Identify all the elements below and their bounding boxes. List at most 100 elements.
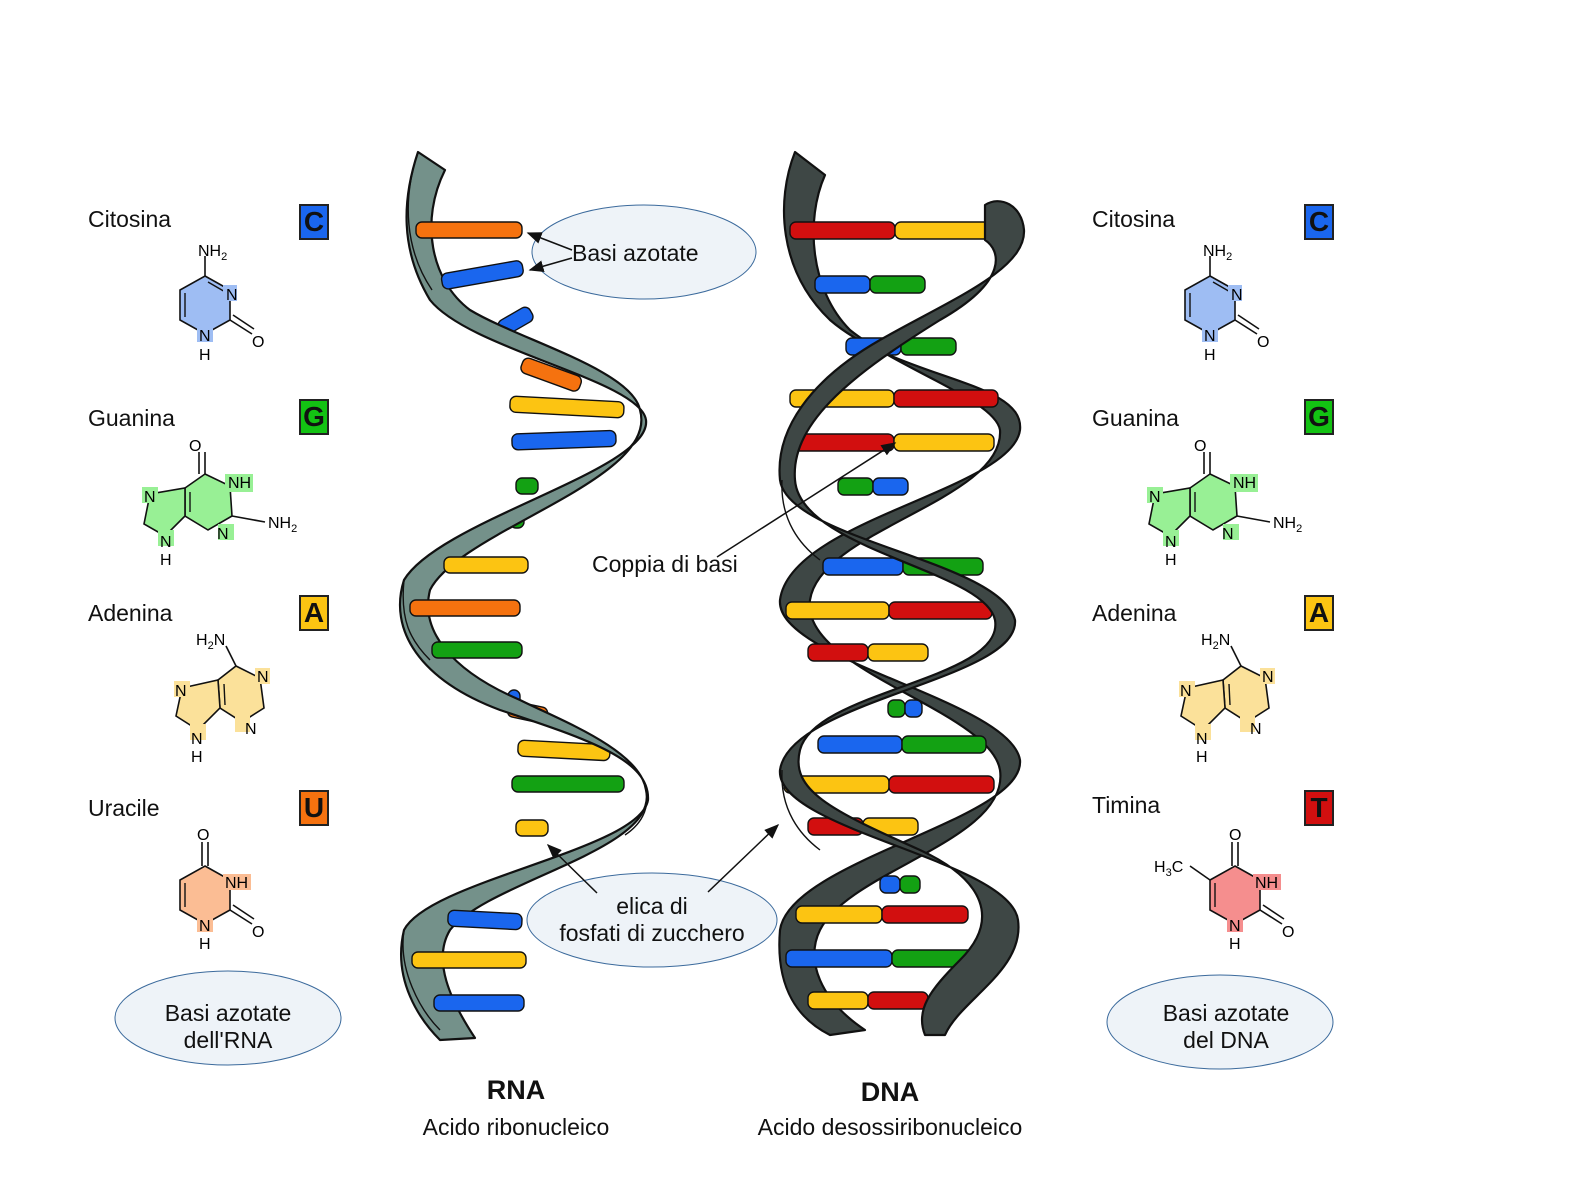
svg-text:NH: NH — [1255, 875, 1278, 892]
dna-base-a — [807, 991, 869, 1010]
backbone-arrow-dna — [707, 823, 780, 893]
rna-base-a — [411, 951, 527, 969]
dna-base-t — [888, 775, 995, 794]
svg-text:O: O — [1282, 924, 1294, 941]
dna-base-g — [887, 699, 906, 718]
rna-subtitle: Acido ribonucleico — [422, 1114, 610, 1140]
svg-text:O: O — [1229, 827, 1241, 844]
dna-bases-label-ellipse — [1106, 974, 1334, 1070]
rna-base-a — [509, 395, 625, 419]
svg-text:H: H — [199, 347, 211, 364]
uracil-letter-badge: U — [299, 790, 329, 826]
svg-text:N: N — [144, 489, 156, 506]
rna-base-a — [443, 556, 529, 574]
svg-text:N: N — [1204, 328, 1216, 345]
uracil-structure-icon: O NH N H O — [179, 827, 264, 953]
dna-adenine-structure-icon: H2N N N N N H — [1179, 632, 1275, 766]
dna-base-a — [893, 433, 995, 452]
thymine-structure-icon: O H3C NH N H O — [1154, 827, 1294, 953]
dna-guanine-letter-badge: G — [1304, 399, 1334, 435]
svg-text:N: N — [1222, 526, 1234, 543]
svg-text:NH: NH — [225, 875, 248, 892]
dna-cytosine-structure-icon: NH2 N N H O — [1184, 243, 1269, 364]
dna-cytosine-letter-badge: C — [1304, 204, 1334, 240]
svg-text:O: O — [1194, 438, 1206, 455]
dna-base-name-adenine: Adenina — [1092, 600, 1177, 626]
rna-base-u — [415, 221, 523, 239]
dna-helix — [778, 150, 1026, 1037]
backbone-callout-label: elica di fosfati di zucchero — [559, 893, 745, 946]
dna-base-g — [901, 735, 987, 754]
rna-backbone-ribbon — [399, 150, 650, 1042]
rna-base-name-adenine: Adenina — [88, 600, 173, 626]
svg-text:H: H — [1229, 936, 1241, 953]
backbone-callout-ellipse — [526, 872, 778, 968]
svg-text:H: H — [1204, 347, 1216, 364]
rna-base-c — [433, 994, 525, 1012]
cytosine-nh2-label: NH2 — [198, 243, 227, 263]
svg-text:N: N — [175, 683, 187, 700]
svg-text:NH: NH — [228, 475, 251, 492]
dna-base-t — [881, 905, 969, 924]
rna-bases-label-ellipse — [114, 970, 342, 1066]
rna-base-u — [409, 599, 521, 617]
thymine-letter-badge: T — [1304, 790, 1334, 826]
rna-base-name-guanine: Guanina — [88, 405, 175, 431]
nitrogen-bases-callout-ellipse — [531, 204, 757, 300]
rna-title: RNA — [486, 1075, 546, 1105]
svg-text:NH2: NH2 — [1273, 515, 1302, 535]
dna-base-t — [888, 601, 993, 620]
base-pair-arrow — [716, 442, 897, 558]
svg-text:N: N — [1231, 287, 1243, 304]
dna-bases-label: Basi azotate del DNA — [1162, 1000, 1290, 1053]
svg-text:N: N — [245, 721, 257, 738]
rna-helix — [399, 150, 650, 1042]
dna-base-a — [867, 643, 929, 662]
svg-text:N: N — [191, 731, 203, 748]
adenine-letter-badge: A — [299, 595, 329, 631]
cytosine-letter-badge: C — [299, 204, 329, 240]
svg-text:H2N: H2N — [196, 632, 225, 652]
svg-text:NH: NH — [1233, 475, 1256, 492]
dna-base-name-guanine: Guanina — [1092, 405, 1179, 431]
rna-bases-front — [409, 221, 529, 1012]
dna-base-t — [793, 433, 895, 452]
dna-base-a — [795, 905, 883, 924]
dna-base-t — [867, 991, 929, 1010]
guanine-structure-icon: O NH NH2 N N N H — [142, 438, 297, 569]
rna-base-c — [447, 909, 523, 931]
dna-guanine-structure-icon: O NH NH2 N N N H — [1147, 438, 1302, 569]
rna-base-g — [431, 641, 523, 659]
svg-text:O: O — [189, 438, 201, 455]
rna-base-c — [511, 429, 617, 451]
dna-base-t — [893, 389, 999, 408]
svg-text:O: O — [1257, 334, 1269, 351]
svg-text:NH2: NH2 — [1203, 243, 1232, 263]
rna-base-name-cytosine: Citosina — [88, 206, 172, 232]
svg-text:N: N — [1229, 918, 1241, 935]
svg-text:H3C: H3C — [1154, 859, 1183, 879]
dna-base-c — [785, 949, 893, 968]
rna-base-g — [511, 775, 625, 793]
svg-text:N: N — [226, 287, 238, 304]
dna-subtitle: Acido desossiribonucleico — [757, 1114, 1023, 1140]
svg-text:H: H — [1165, 552, 1177, 569]
dna-base-g — [837, 477, 874, 496]
rna-base-name-uracil: Uracile — [88, 795, 160, 821]
dna-title: DNA — [860, 1077, 920, 1107]
backbone-arrow-rna — [546, 843, 598, 894]
dna-base-c — [904, 699, 923, 718]
dna-base-c — [879, 875, 901, 894]
svg-text:N: N — [1250, 721, 1262, 738]
nitrogen-bases-arrow-2 — [528, 257, 573, 273]
dna-base-a — [785, 601, 890, 620]
svg-text:H: H — [199, 936, 211, 953]
base-pair-callout-label: Coppia di basi — [592, 551, 738, 577]
svg-text:O: O — [252, 334, 264, 351]
dna-base-g — [869, 275, 926, 294]
nitrogen-bases-arrow-1 — [526, 232, 573, 251]
rna-base-g — [515, 477, 539, 495]
svg-text:NH2: NH2 — [268, 515, 297, 535]
dna-backbone-strand-back — [778, 150, 1022, 1037]
dna-backbone-strand-front — [778, 200, 1026, 1037]
